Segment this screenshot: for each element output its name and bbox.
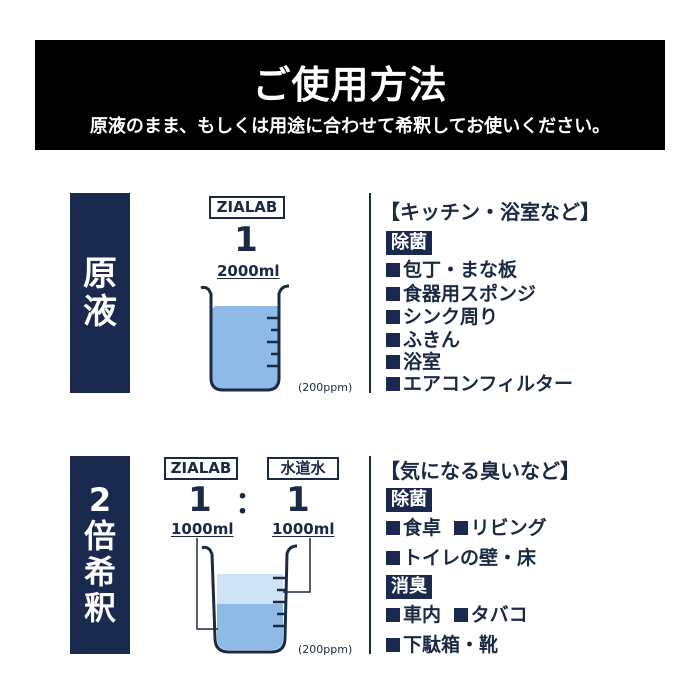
ratio-separator: ： [235, 486, 265, 521]
header-banner: ご使用方法 原液のまま、もしくは用途に合わせて希釈してお使いください。 [35, 40, 665, 150]
side-char: 釈 [83, 588, 116, 627]
side-label-undiluted: 原 液 [70, 193, 130, 393]
square-bullet-icon [386, 521, 400, 535]
ratio-value: 1 [234, 220, 258, 260]
list-item: ふきん [386, 328, 460, 352]
category-heading: 【気になる臭いなど】 [380, 459, 580, 483]
volume-right: 1000ml [272, 520, 335, 538]
side-char: 原 [83, 253, 117, 294]
beaker-icon [196, 538, 311, 654]
page-title: ご使用方法 [252, 63, 448, 107]
square-bullet-icon [453, 608, 468, 622]
square-bullet-icon [386, 355, 400, 369]
square-bullet-icon [386, 263, 400, 277]
list-item: トイレの壁・床 [386, 546, 536, 570]
square-bullet-icon [386, 608, 400, 622]
ratio-left: 1 [188, 480, 212, 520]
list-item: 車内 タバコ [386, 603, 528, 627]
side-char: 倍 [83, 517, 116, 556]
square-bullet-icon [453, 521, 468, 535]
square-bullet-icon [386, 638, 400, 652]
square-bullet-icon [386, 287, 400, 301]
volume-label: 2000ml [217, 262, 280, 280]
tag-disinfect: 除菌 [386, 231, 432, 255]
square-bullet-icon [386, 310, 400, 324]
section-divider [369, 456, 371, 654]
brand-label: ZIALAB [209, 196, 285, 219]
ratio-right: 1 [286, 480, 310, 520]
list-item: 食卓 リビング [386, 516, 547, 540]
side-char: 液 [83, 292, 117, 332]
water-label: 水道水 [267, 457, 339, 480]
page-subtitle: 原液のまま、もしくは用途に合わせて希釈してお使いください。 [89, 116, 611, 137]
square-bullet-icon [386, 333, 400, 347]
tag-disinfect: 除菌 [386, 488, 432, 512]
brand-label: ZIALAB [164, 457, 238, 480]
list-item: 食器用スポンジ [386, 282, 536, 306]
square-bullet-icon [386, 551, 400, 565]
beaker-icon [200, 284, 290, 392]
list-item: エアコンフィルター [386, 372, 573, 396]
list-item: 包丁・まな板 [386, 258, 517, 282]
side-char: 2 [88, 481, 112, 520]
ppm-label: (200ppm) [298, 381, 353, 394]
volume-left: 1000ml [171, 520, 234, 538]
side-label-double-dilution: 2 倍 希 釈 [70, 456, 130, 654]
list-item: 浴室 [386, 350, 441, 374]
square-bullet-icon [386, 377, 400, 391]
tag-deodorize: 消臭 [386, 575, 432, 599]
list-item: シンク周り [386, 305, 498, 329]
category-heading: 【キッチン・浴室など】 [380, 200, 600, 224]
side-char: 希 [83, 553, 116, 591]
section-divider [369, 193, 371, 393]
list-item: 下駄箱・靴 [386, 633, 498, 657]
ppm-label: (200ppm) [298, 643, 353, 656]
